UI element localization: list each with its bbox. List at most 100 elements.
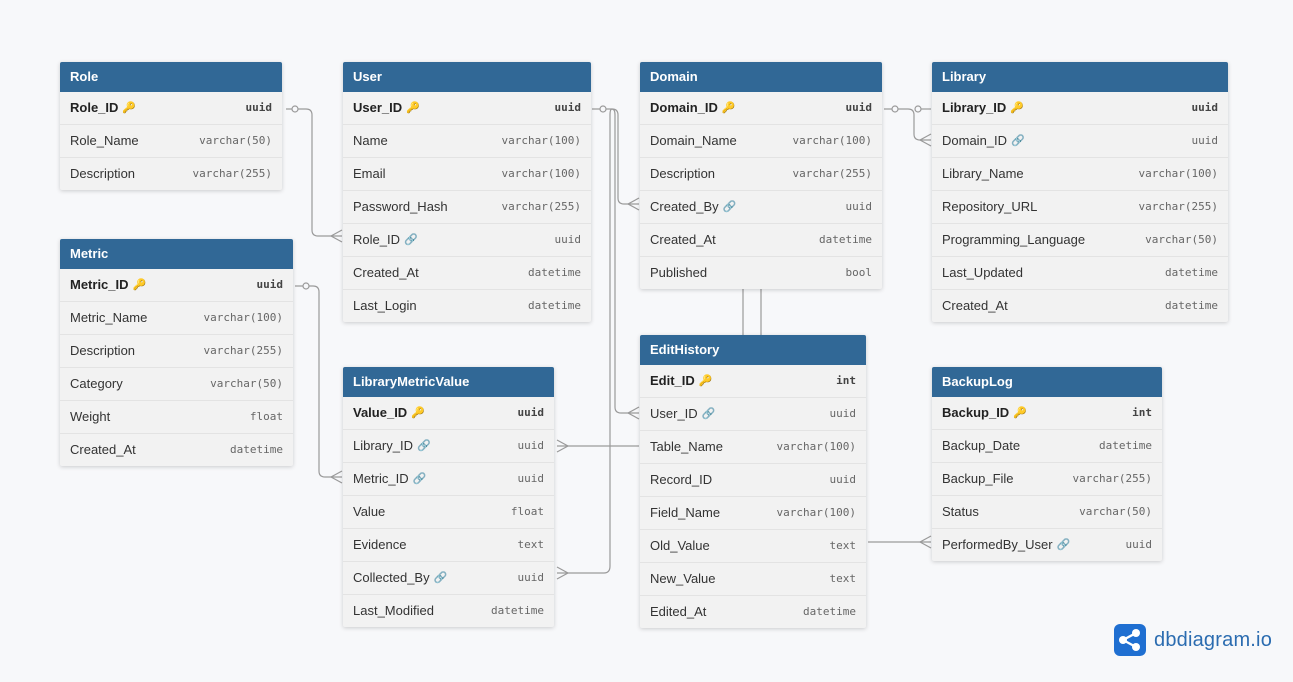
field-row[interactable]: Field_Name varchar(100) <box>640 497 866 530</box>
field-type: datetime <box>803 605 856 618</box>
field-name: Domain_ID <box>942 133 1008 148</box>
field-name: Status <box>942 504 979 519</box>
field-row[interactable]: Table_Name varchar(100) <box>640 431 866 464</box>
field-type: uuid <box>829 407 857 420</box>
field-row[interactable]: Edited_At datetime <box>640 596 866 628</box>
field-row[interactable]: Role_ID🔑 uuid <box>60 92 282 125</box>
field-row[interactable]: Created_At datetime <box>640 224 882 257</box>
table-title[interactable]: EditHistory <box>640 335 866 365</box>
field-row[interactable]: Role_Name varchar(50) <box>60 125 282 158</box>
field-row[interactable]: Programming_Language varchar(50) <box>932 224 1228 257</box>
field-row[interactable]: Last_Login datetime <box>343 290 591 322</box>
field-row[interactable]: PerformedBy_User🔗 uuid <box>932 529 1162 561</box>
field-name: Value_ID <box>353 405 408 420</box>
key-icon: 🔑 <box>132 279 147 291</box>
field-row[interactable]: Library_ID🔑 uuid <box>932 92 1228 125</box>
field-row[interactable]: Value_ID🔑 uuid <box>343 397 554 430</box>
field-row[interactable]: Description varchar(255) <box>640 158 882 191</box>
field-row[interactable]: Last_Modified datetime <box>343 595 554 627</box>
table-title[interactable]: User <box>343 62 591 92</box>
brand-name: dbdiagram.io <box>1154 628 1273 651</box>
field-row[interactable]: Password_Hash varchar(255) <box>343 191 591 224</box>
field-row[interactable]: User_ID🔑 uuid <box>343 92 591 125</box>
field-row[interactable]: Status varchar(50) <box>932 496 1162 529</box>
field-name: Published <box>650 265 708 280</box>
table-backuplog[interactable]: BackupLog Backup_ID🔑 int Backup_Date dat… <box>932 367 1162 561</box>
field-row[interactable]: Backup_Date datetime <box>932 430 1162 463</box>
field-row[interactable]: Domain_Name varchar(100) <box>640 125 882 158</box>
field-row[interactable]: Role_ID🔗 uuid <box>343 224 591 257</box>
field-row[interactable]: Old_Value text <box>640 530 866 563</box>
field-row[interactable]: Description varchar(255) <box>60 335 293 368</box>
field-row[interactable]: User_ID🔗 uuid <box>640 398 866 431</box>
field-type: uuid <box>1125 538 1153 551</box>
field-row[interactable]: Edit_ID🔑 int <box>640 365 866 398</box>
field-row[interactable]: Category varchar(50) <box>60 368 293 401</box>
field-type: varchar(100) <box>1138 167 1218 180</box>
field-name: Repository_URL <box>942 199 1038 214</box>
table-library[interactable]: Library Library_ID🔑 uuid Domain_ID🔗 uuid… <box>932 62 1228 322</box>
field-row[interactable]: Metric_ID🔗 uuid <box>343 463 554 496</box>
field-row[interactable]: Value float <box>343 496 554 529</box>
field-row[interactable]: Created_At datetime <box>343 257 591 290</box>
field-row[interactable]: Backup_File varchar(255) <box>932 463 1162 496</box>
field-row[interactable]: Domain_ID🔗 uuid <box>932 125 1228 158</box>
field-row[interactable]: Backup_ID🔑 int <box>932 397 1162 430</box>
link-user-lmv <box>557 108 613 574</box>
table-title[interactable]: Role <box>60 62 282 92</box>
key-icon: 🔑 <box>1013 407 1027 419</box>
field-row[interactable]: Library_Name varchar(100) <box>932 158 1228 191</box>
table-user[interactable]: User User_ID🔑 uuid Name varchar(100) Ema… <box>343 62 591 322</box>
field-name: User_ID <box>353 100 403 115</box>
field-row[interactable]: Weight float <box>60 401 293 434</box>
link-role-user-one <box>291 105 299 113</box>
field-name: Backup_File <box>942 471 1014 486</box>
table-domain[interactable]: Domain Domain_ID🔑 uuid Domain_Name varch… <box>640 62 882 289</box>
field-row[interactable]: Domain_ID🔑 uuid <box>640 92 882 125</box>
field-type: uuid <box>845 200 873 213</box>
field-row[interactable]: Evidence text <box>343 529 554 562</box>
field-row[interactable]: Metric_ID🔑 uuid <box>60 269 293 302</box>
field-name: PerformedBy_User <box>942 537 1053 552</box>
field-type: datetime <box>1165 266 1218 279</box>
field-row[interactable]: Published bool <box>640 257 882 289</box>
field-row[interactable]: Created_By🔗 uuid <box>640 191 882 224</box>
field-row[interactable]: Created_At datetime <box>932 290 1228 322</box>
field-row[interactable]: Metric_Name varchar(100) <box>60 302 293 335</box>
table-metric[interactable]: Metric Metric_ID🔑 uuid Metric_Name varch… <box>60 239 293 466</box>
brand-logo[interactable]: dbdiagram.io <box>1114 624 1272 656</box>
field-type: uuid <box>554 101 582 114</box>
field-row[interactable]: Library_ID🔗 uuid <box>343 430 554 463</box>
field-row[interactable]: Last_Updated datetime <box>932 257 1228 290</box>
table-title[interactable]: LibraryMetricValue <box>343 367 554 397</box>
table-title[interactable]: Domain <box>640 62 882 92</box>
field-name: User_ID <box>650 406 698 421</box>
field-row[interactable]: Email varchar(100) <box>343 158 591 191</box>
field-row[interactable]: Record_ID uuid <box>640 464 866 497</box>
field-name: Last_Login <box>353 298 417 313</box>
field-row[interactable]: Name varchar(100) <box>343 125 591 158</box>
table-title[interactable]: BackupLog <box>932 367 1162 397</box>
field-type: uuid <box>517 439 545 452</box>
link-icon: 🔗 <box>722 201 737 213</box>
field-type: varchar(50) <box>199 134 272 147</box>
field-row[interactable]: Description varchar(255) <box>60 158 282 190</box>
table-role[interactable]: Role Role_ID🔑 uuid Role_Name varchar(50)… <box>60 62 282 190</box>
field-type: uuid <box>245 101 273 114</box>
field-name: Record_ID <box>650 472 713 487</box>
field-row[interactable]: Created_At datetime <box>60 434 293 466</box>
field-row[interactable]: Collected_By🔗 uuid <box>343 562 554 595</box>
link-user-domain-many <box>626 197 640 211</box>
field-row[interactable]: New_Value text <box>640 563 866 596</box>
table-title[interactable]: Library <box>932 62 1228 92</box>
field-type: text <box>829 572 857 585</box>
table-edithistory[interactable]: EditHistory Edit_ID🔑 int User_ID🔗 uuid T… <box>640 335 866 628</box>
field-name: Category <box>70 376 123 391</box>
link-icon: 🔗 <box>433 572 448 584</box>
field-row[interactable]: Repository_URL varchar(255) <box>932 191 1228 224</box>
table-title[interactable]: Metric <box>60 239 293 269</box>
link-user-domain-one <box>599 105 607 113</box>
table-librarymetricvalue[interactable]: LibraryMetricValue Value_ID🔑 uuid Librar… <box>343 367 554 627</box>
field-name: Evidence <box>353 537 407 552</box>
